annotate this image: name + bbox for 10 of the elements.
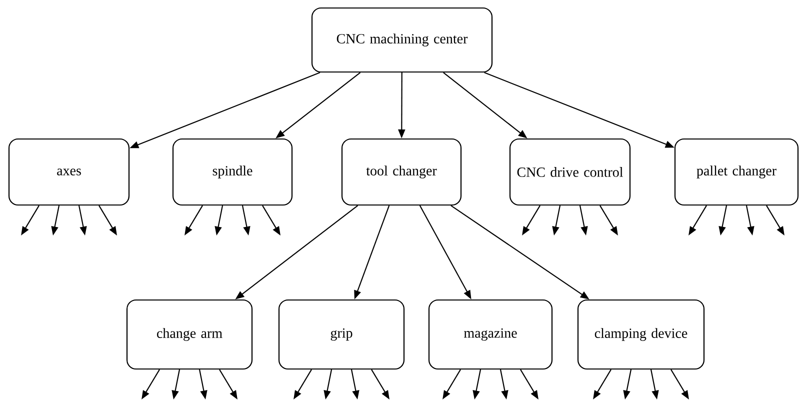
process-box: magazine	[428, 299, 553, 370]
process-box: clamping device	[577, 299, 705, 370]
process-box: CNC drive control	[509, 138, 631, 206]
process-box: grip	[278, 299, 405, 370]
process-box: axes	[8, 138, 130, 206]
process-box: change arm	[126, 299, 253, 370]
process-box: spindle	[172, 138, 293, 206]
process-box: tool changer	[341, 138, 462, 206]
process-box: pallet changer	[674, 138, 799, 206]
process-box: CNC machining center	[311, 7, 493, 73]
